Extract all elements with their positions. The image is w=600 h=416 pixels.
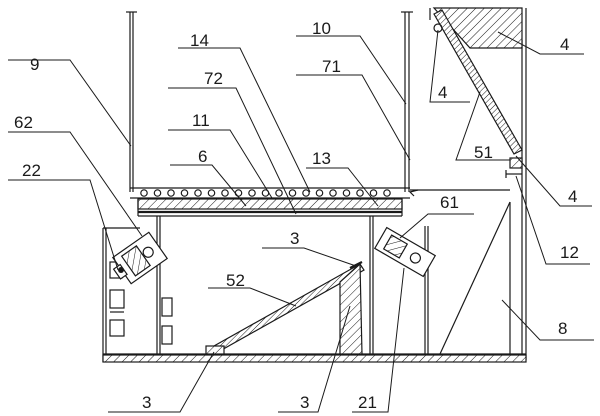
label-texts: 9 62 22 14 72 11 6 10 71 13 4 4 4 51 12 … <box>14 19 579 412</box>
label-72: 72 <box>204 69 223 88</box>
label-51: 51 <box>474 143 493 162</box>
label-4-mid: 4 <box>438 83 447 102</box>
roller <box>207 189 216 197</box>
roller <box>248 189 256 197</box>
label-71: 71 <box>322 57 341 76</box>
label-3-bottom-left: 3 <box>142 393 151 412</box>
label-9: 9 <box>30 55 39 74</box>
label-8: 8 <box>558 319 567 338</box>
roller-conveyor-assembly <box>130 187 410 217</box>
lower-housing <box>102 216 527 363</box>
roller <box>275 189 283 197</box>
label-4-lower: 4 <box>568 187 577 206</box>
right-tilted-cutter <box>373 226 437 278</box>
label-62: 62 <box>14 113 33 132</box>
roller <box>342 189 351 197</box>
callouts <box>8 29 594 413</box>
roller <box>153 189 162 197</box>
rollers <box>140 189 391 197</box>
roller <box>356 189 364 197</box>
roller <box>180 189 189 197</box>
label-12: 12 <box>560 243 579 262</box>
label-21: 21 <box>358 393 377 412</box>
inclined-ramp <box>205 261 365 355</box>
label-6: 6 <box>198 147 207 166</box>
label-10: 10 <box>312 19 331 38</box>
label-3-top: 3 <box>290 229 299 248</box>
label-52: 52 <box>226 271 245 290</box>
roller <box>369 189 378 197</box>
roller <box>329 189 337 197</box>
label-3-bottom-mid: 3 <box>300 393 309 412</box>
label-11: 11 <box>192 111 210 130</box>
right-hanging-rod <box>401 11 413 192</box>
label-13: 13 <box>312 149 331 168</box>
roller <box>234 189 243 197</box>
left-pivot <box>118 267 124 273</box>
roller <box>140 189 148 197</box>
roller <box>194 189 202 197</box>
left-hanging-rod <box>126 11 137 192</box>
roller <box>315 189 324 197</box>
roller <box>288 189 297 197</box>
roller <box>167 189 175 197</box>
label-22: 22 <box>22 161 41 180</box>
roller <box>302 189 310 197</box>
roller <box>383 189 391 197</box>
left-tilted-cutter <box>111 231 169 285</box>
label-14: 14 <box>190 31 209 50</box>
roller <box>221 189 229 197</box>
label-4-top: 4 <box>560 35 569 54</box>
label-61: 61 <box>440 193 459 212</box>
right-frame <box>408 7 527 360</box>
